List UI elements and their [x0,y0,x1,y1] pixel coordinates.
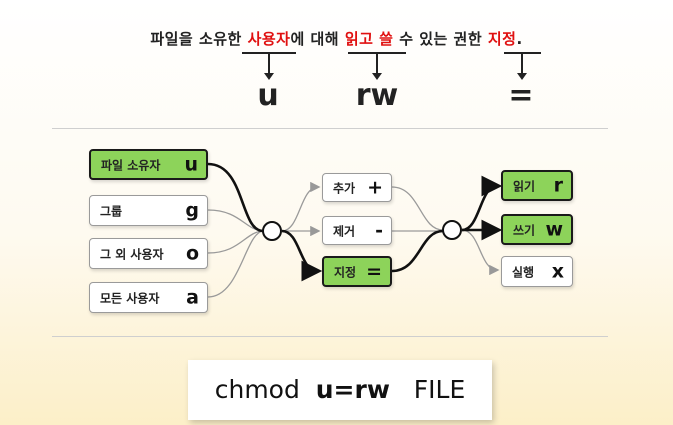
who-all-label: 모든 사용자 [100,291,160,305]
connector-owner [207,162,264,233]
underline-readwrite [348,52,406,54]
junction-who-icon [262,221,282,241]
perm-read-key: r [553,174,563,197]
op-assign-box[interactable]: 지정 = [322,256,392,287]
op-add-box[interactable]: 추가 + [322,173,392,202]
connector-from-assign [391,229,444,273]
who-others-box[interactable]: 그 외 사용자 o [89,238,208,269]
op-remove-box[interactable]: 제거 - [322,216,392,245]
arrow-down-assign-icon [517,54,527,80]
divider-bottom [52,336,608,337]
divider-top [52,128,608,129]
who-group-label: 그룹 [100,204,123,218]
connector-others [207,230,264,254]
perm-write-key: w [545,218,563,241]
who-owner-box[interactable]: 파일 소유자 u [89,149,208,180]
junction-op-icon [442,220,462,240]
connector-to-read [461,175,503,232]
connector-all [207,230,264,298]
arrow-down-user-icon [264,54,274,80]
symbol-op: = [508,78,534,113]
sentence-part-1: 파일을 소유한 [150,30,248,48]
who-group-box[interactable]: 그룹 g [89,195,208,226]
who-owner-key: u [184,153,198,176]
who-others-key: o [185,242,199,265]
perm-execute-box[interactable]: 실행 x [501,256,573,287]
op-assign-label: 지정 [334,265,357,279]
perm-execute-key: x [551,260,564,283]
who-all-box[interactable]: 모든 사용자 a [89,282,208,313]
sentence-part-4: . [516,30,523,48]
perm-read-box[interactable]: 읽기 r [501,170,573,201]
perm-write-box[interactable]: 쓰기 w [501,214,573,245]
who-group-key: g [185,199,199,222]
command-example: chmod u=rw FILE [188,360,492,420]
connector-to-assign [281,229,323,282]
sentence-part-2: 에 대해 [290,30,345,48]
op-add-key: + [367,176,383,199]
op-remove-key: - [375,219,383,242]
sentence-highlight-readwrite: 읽고 쓸 [344,30,394,48]
who-all-key: a [186,286,199,309]
command-arg: u=rw [315,375,390,404]
command-name: chmod [214,375,300,404]
sentence-part-3: 수 있는 권한 [393,30,488,48]
connector-from-add [391,186,444,231]
underline-user [242,52,296,54]
perm-read-label: 읽기 [513,179,536,193]
op-add-label: 추가 [333,181,356,195]
who-others-label: 그 외 사용자 [100,247,164,261]
connector-to-execute [461,229,500,276]
op-remove-label: 제거 [333,224,356,238]
underline-assign [504,52,541,54]
symbol-who: u [257,78,279,113]
perm-execute-label: 실행 [512,265,535,279]
op-assign-key: = [366,260,382,283]
explanation-sentence: 파일을 소유한 사용자에 대해 읽고 쓸 수 있는 권한 지정. [0,28,673,49]
symbol-perm: rw [355,78,399,113]
arrow-down-readwrite-icon [372,54,382,80]
command-file: FILE [413,375,466,404]
sentence-highlight-user: 사용자 [247,30,291,48]
sentence-highlight-assign: 지정 [487,30,517,48]
connector-to-add [281,181,321,232]
who-owner-label: 파일 소유자 [101,158,161,172]
perm-write-label: 쓰기 [513,223,536,237]
